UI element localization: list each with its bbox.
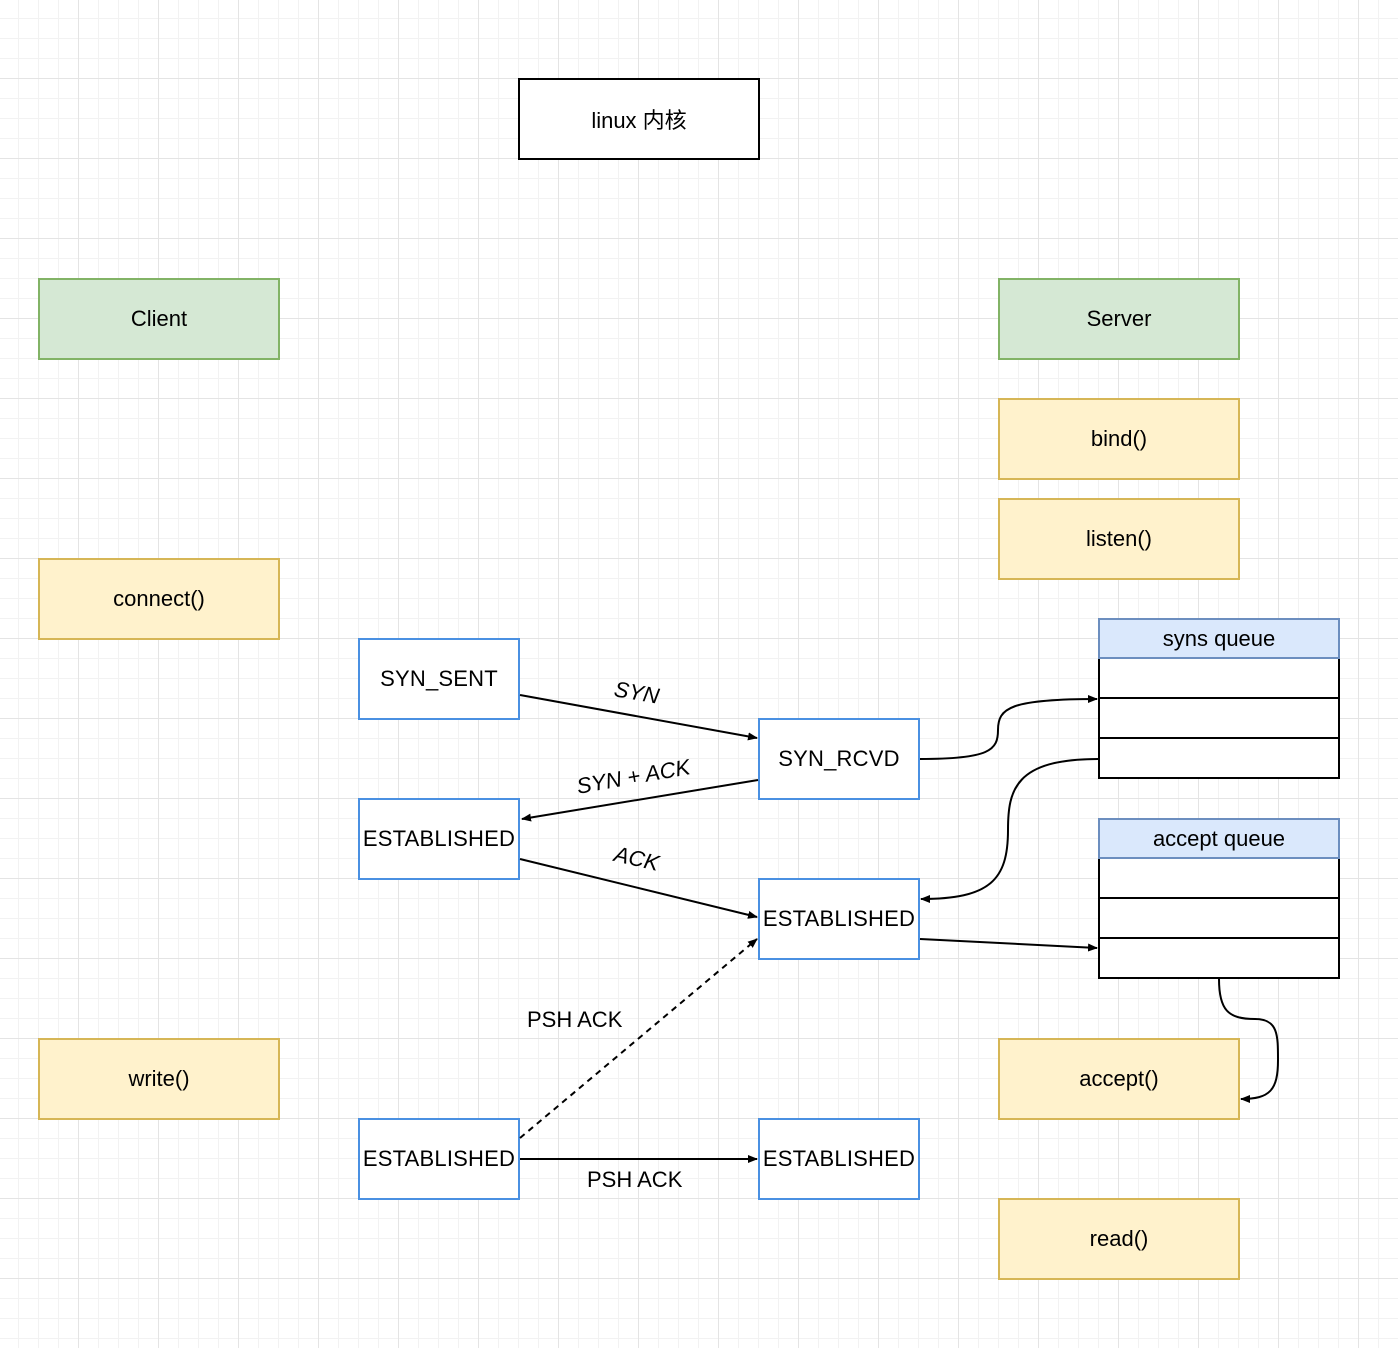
psh-ack-dashed-label: PSH ACK (527, 1007, 623, 1032)
connect-call: connect() (38, 558, 280, 640)
accept-queue-slot (1098, 899, 1340, 939)
ack-arrow (519, 858, 758, 919)
accept-queue-slot (1098, 859, 1340, 899)
syn-rcvd-to-syns-queue-arrow (919, 695, 1098, 760)
syns-queue-to-established-arrow (920, 758, 1099, 903)
listen-call: listen() (998, 498, 1240, 580)
server-syn-rcvd-state: SYN_RCVD (758, 718, 920, 800)
syns-queue-slot (1098, 699, 1340, 739)
accept-queue: accept queue (1098, 818, 1340, 979)
syns-queue-slot (1098, 739, 1340, 779)
psh-ack-dashed-arrow (519, 938, 758, 1139)
syn-ack-arrow (521, 779, 759, 822)
syns-queue-slot (1098, 659, 1340, 699)
linux-kernel-title: linux 内核 (518, 78, 760, 160)
accept-queue-to-accept-arrow (1218, 978, 1280, 1103)
accept-queue-header: accept queue (1098, 818, 1340, 859)
server-established-read-state: ESTABLISHED (758, 1118, 920, 1200)
syn-arrow (519, 694, 758, 741)
client-syn-sent-state: SYN_SENT (358, 638, 520, 720)
syns-queue-header: syns queue (1098, 618, 1340, 659)
bind-call: bind() (998, 398, 1240, 480)
client-header: Client (38, 278, 280, 360)
server-established-state: ESTABLISHED (758, 878, 920, 960)
read-call: read() (998, 1198, 1240, 1280)
client-established-write-state: ESTABLISHED (358, 1118, 520, 1200)
accept-call: accept() (998, 1038, 1240, 1120)
write-call: write() (38, 1038, 280, 1120)
psh-ack-label: PSH ACK (587, 1167, 683, 1192)
client-established-state: ESTABLISHED (358, 798, 520, 880)
accept-queue-slot (1098, 939, 1340, 979)
established-to-accept-queue-arrow (919, 938, 1098, 952)
server-header: Server (998, 278, 1240, 360)
syns-queue: syns queue (1098, 618, 1340, 779)
